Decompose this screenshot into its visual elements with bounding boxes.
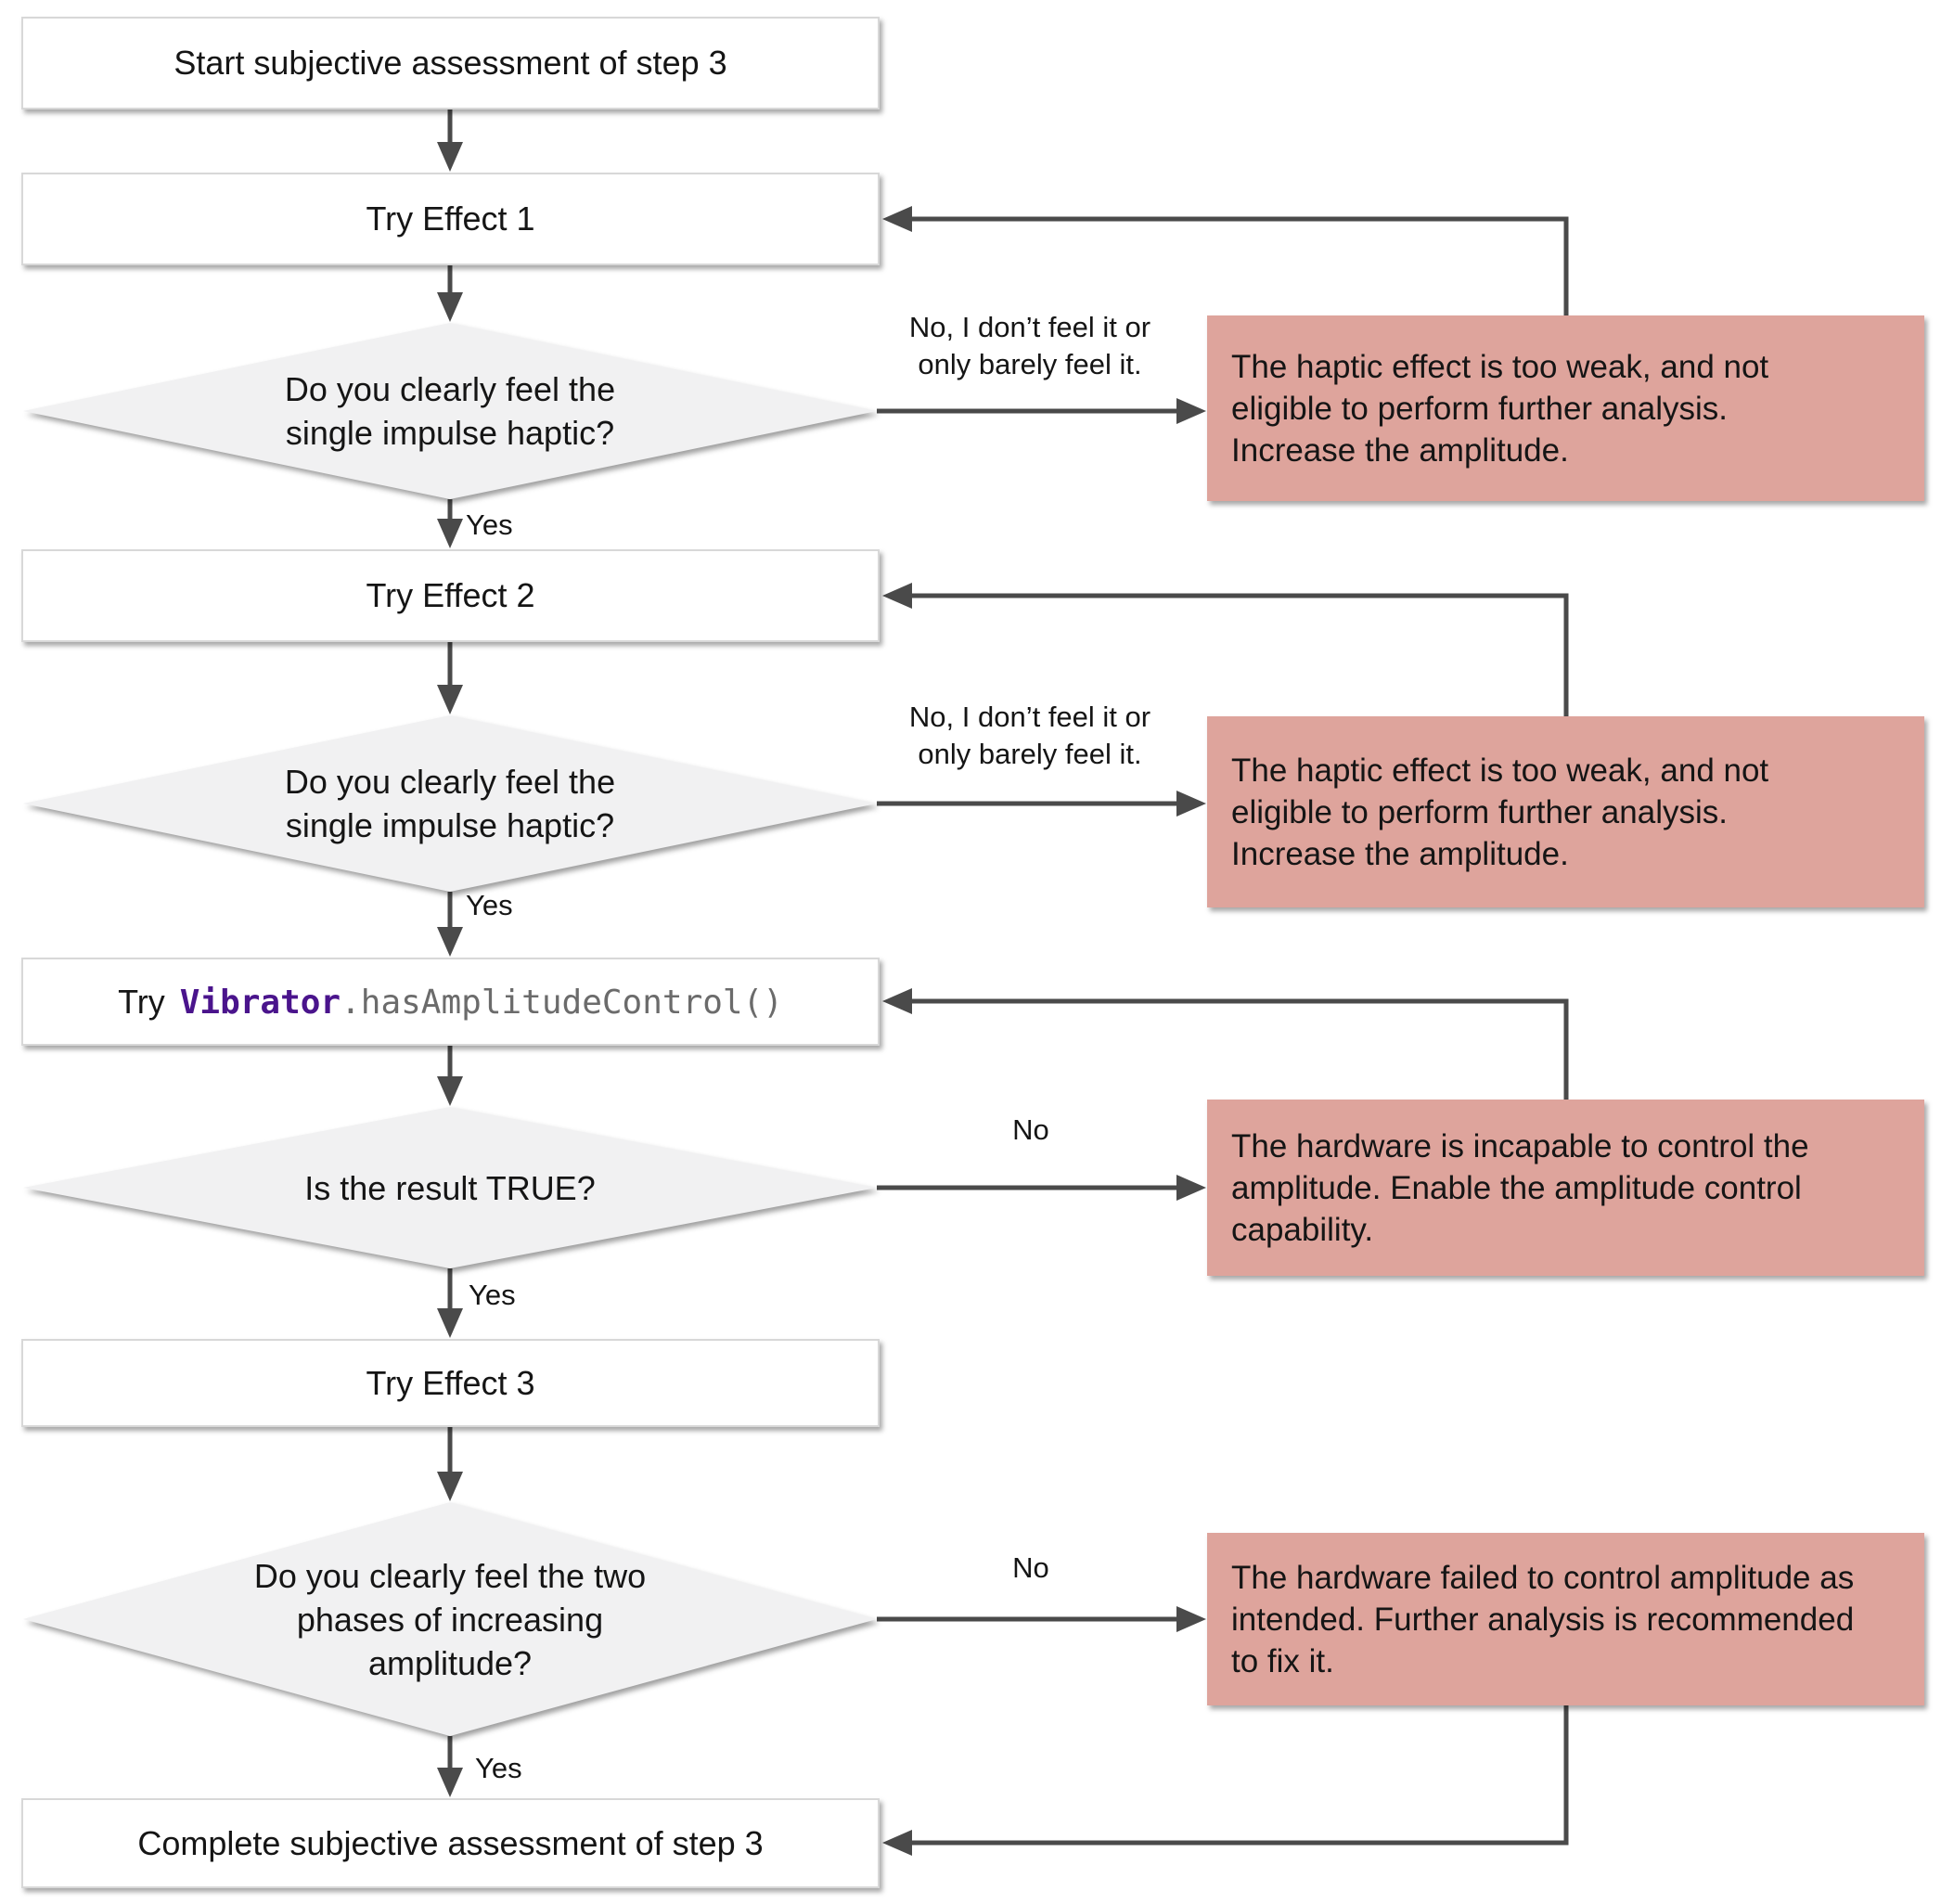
errbox-too-weak-2: The haptic effect is too weak, and not e…	[1207, 716, 1924, 907]
edge-label-no-4: No	[1012, 1551, 1049, 1584]
node-start: Start subjective assessment of step 3	[21, 17, 880, 109]
code-prefix: Try	[118, 982, 165, 1021]
edge-errbox4-to-complete	[882, 1705, 1569, 1856]
edge-errbox2-back-to-try2	[882, 583, 1569, 716]
node-decision-two-phases: Do you clearly feel the two phases of in…	[23, 1502, 877, 1736]
decision-2-text: Do you clearly feel the single impulse h…	[23, 715, 877, 892]
edge-label-yes-4: Yes	[475, 1752, 522, 1784]
code-line: Try Vibrator .hasAmplitudeControl()	[118, 983, 783, 1022]
errbox-failed-control: The hardware failed to control amplitude…	[1207, 1533, 1924, 1705]
node-decision-feel-impulse-1: Do you clearly feel the single impulse h…	[23, 323, 877, 499]
code-method-has-amplitude-control: .hasAmplitudeControl()	[341, 983, 783, 1022]
node-try-has-amplitude-control: Try Vibrator .hasAmplitudeControl()	[21, 958, 880, 1046]
decision-3-text: Is the result TRUE?	[23, 1107, 877, 1268]
edge-label-no-3: No	[1012, 1113, 1049, 1146]
edge-label-yes-3: Yes	[469, 1279, 516, 1311]
decision-4-text: Do you clearly feel the two phases of in…	[23, 1502, 877, 1736]
errbox-no-amplitude-control: The hardware is incapable to control the…	[1207, 1100, 1924, 1276]
node-decision-result-true: Is the result TRUE?	[23, 1107, 877, 1268]
node-try-effect-2: Try Effect 2	[21, 549, 880, 642]
node-try-effect-3: Try Effect 3	[21, 1339, 880, 1427]
edge-label-no-feel-2: No, I don’t feel it or only barely feel …	[908, 701, 1151, 770]
node-decision-feel-impulse-2: Do you clearly feel the single impulse h…	[23, 715, 877, 892]
decision-1-text: Do you clearly feel the single impulse h…	[23, 323, 877, 499]
edge-label-yes-2: Yes	[466, 889, 513, 921]
edge-label-no-feel-1: No, I don’t feel it or only barely feel …	[908, 311, 1151, 380]
edge-errbox3-back-to-api	[882, 988, 1569, 1100]
edge-errbox1-back-to-try1	[882, 206, 1569, 315]
edge-label-yes-1: Yes	[466, 508, 513, 541]
node-complete: Complete subjective assessment of step 3	[21, 1798, 880, 1888]
errbox-too-weak-1: The haptic effect is too weak, and not e…	[1207, 315, 1924, 501]
code-class-vibrator: Vibrator	[179, 983, 341, 1022]
node-try-effect-1: Try Effect 1	[21, 173, 880, 265]
